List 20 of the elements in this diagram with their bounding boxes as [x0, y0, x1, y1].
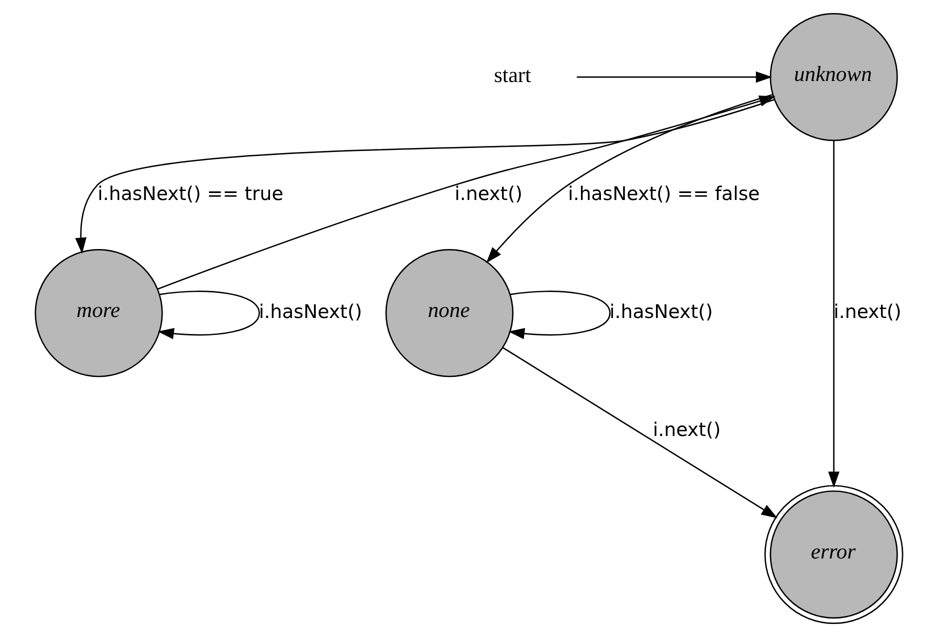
arrow [74, 99, 774, 254]
arrow [576, 71, 772, 83]
arrow [502, 347, 778, 518]
node-text: start [493, 63, 531, 88]
edge-label: i.hasNext() == true [97, 183, 283, 206]
edge-label: i.hasNext() [609, 301, 712, 324]
node-circle: error [764, 485, 903, 624]
edge-label: i.hasNext() == false [567, 183, 760, 206]
node-circle: none [384, 249, 513, 378]
arrow [156, 96, 776, 290]
edge-label: i.next() [833, 301, 901, 324]
arrow [508, 290, 610, 340]
edge-label: i.next() [454, 183, 522, 206]
node-circle: more [34, 249, 162, 378]
edge-label: i.next() [652, 419, 720, 442]
arrow [157, 290, 260, 340]
node-circle: unknown [769, 13, 898, 142]
arrow [828, 140, 839, 488]
edge-label: i.hasNext() [258, 301, 362, 324]
arrow [486, 94, 772, 264]
